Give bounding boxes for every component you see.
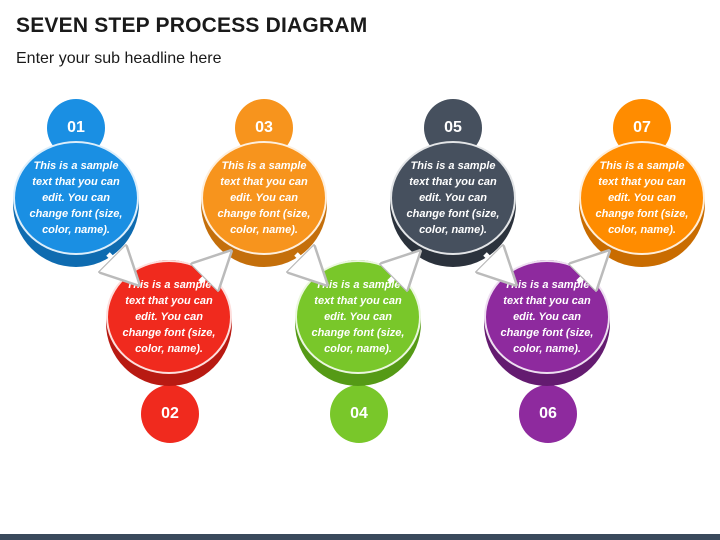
step-3-circle: This is a sample text that you can edit.… <box>201 141 327 267</box>
page-subtitle: Enter your sub headline here <box>16 50 222 67</box>
step-1-circle: This is a sample text that you can edit.… <box>13 141 139 267</box>
footer-bar <box>0 534 720 540</box>
step-2-number: 02 <box>161 405 179 422</box>
arrow-5-to-6 <box>485 254 503 272</box>
arrow-1-to-2 <box>108 254 126 272</box>
step-6-number: 06 <box>539 405 557 422</box>
step-5-number: 05 <box>444 119 462 136</box>
step-3-number: 03 <box>255 119 273 136</box>
arrow-2-to-3 <box>200 264 218 282</box>
arrow-6-to-7 <box>578 264 596 282</box>
step-2-number-circle: 02 <box>141 385 199 443</box>
step-7-circle: This is a sample text that you can edit.… <box>579 141 705 267</box>
step-5-text: This is a sample text that you can edit.… <box>390 141 516 255</box>
step-1-text: This is a sample text that you can edit.… <box>13 141 139 255</box>
step-6-number-circle: 06 <box>519 385 577 443</box>
step-4-number-circle: 04 <box>330 385 388 443</box>
page-title: SEVEN STEP PROCESS DIAGRAM <box>16 14 368 37</box>
step-4-number: 04 <box>350 405 368 422</box>
step-1-number: 01 <box>67 119 85 136</box>
arrow-3-to-4 <box>296 254 314 272</box>
step-3-text: This is a sample text that you can edit.… <box>201 141 327 255</box>
arrow-4-to-5 <box>389 264 407 282</box>
step-7-number: 07 <box>633 119 651 136</box>
step-7-text: This is a sample text that you can edit.… <box>579 141 705 255</box>
